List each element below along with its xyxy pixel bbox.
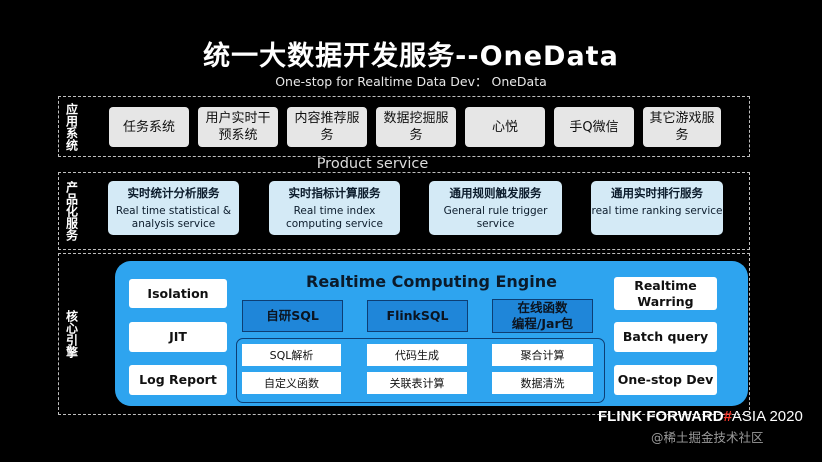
product-item-cn: 通用实时排行服务 [611, 186, 703, 200]
brand-hash: # [723, 408, 732, 425]
brand-forward: FORWARD [646, 408, 724, 425]
engine-title: Realtime Computing Engine [306, 272, 557, 291]
app-item-task-system: 任务系统 [109, 107, 189, 147]
core-layer: 核心引擎 [58, 253, 750, 415]
core-right-batch-query: Batch query [614, 322, 717, 352]
product-item-ranking: 通用实时排行服务 real time ranking service [591, 181, 723, 235]
product-layer-label: 产品化服务 [64, 181, 79, 241]
core-left-log-report: Log Report [129, 365, 227, 395]
product-item-en: General rule trigger service [443, 205, 548, 230]
core-left-isolation: Isolation [129, 279, 227, 308]
product-item-cn: 实时指标计算服务 [288, 186, 381, 200]
app-item-user-intervention: 用户实时干 预系统 [198, 107, 278, 147]
core-mid-online-function: 在线函数 编程/Jar包 [492, 299, 593, 333]
product-item-cn: 通用规则触发服务 [449, 186, 542, 200]
brand-flink: FLINK [598, 408, 643, 425]
core-mid-flinksql: FlinkSQL [367, 300, 468, 332]
core-left-jit: JIT [129, 322, 227, 352]
core-right-one-stop-dev: One-stop Dev [614, 365, 717, 395]
app-item-content-recommend: 内容推荐服 务 [287, 107, 367, 147]
core-mid-custom-sql: 自研SQL [242, 300, 343, 332]
app-item-other-games: 其它游戏服 务 [643, 107, 721, 147]
func-aggregate: 聚合计算 [492, 344, 593, 366]
brand-asia: ASIA 2020 [731, 408, 803, 425]
app-item-qq-wechat: 手Q微信 [554, 107, 634, 147]
flink-forward-logo: FLINK FORWARD#ASIA 2020 [598, 408, 803, 425]
product-layer: 产品化服务 [58, 172, 750, 250]
app-item-xinyue: 心悦 [465, 107, 545, 147]
product-item-en: Real time index computing service [285, 205, 384, 230]
app-layer-label: 应用系统 [64, 102, 79, 151]
app-item-data-mining: 数据挖掘服 务 [376, 107, 456, 147]
func-sql-parse: SQL解析 [242, 344, 341, 366]
function-panel [236, 338, 605, 403]
watermark: @稀土掘金技术社区 [651, 430, 764, 445]
product-item-en: real time ranking service [591, 205, 723, 217]
func-udf: 自定义函数 [242, 372, 341, 394]
func-data-cleaning: 数据清洗 [492, 372, 593, 394]
product-item-rule-trigger: 通用规则触发服务 General rule trigger service [429, 181, 562, 235]
product-item-index-computing: 实时指标计算服务 Real time index computing servi… [269, 181, 400, 235]
func-join-compute: 关联表计算 [367, 372, 467, 394]
page-subtitle: One-stop for Realtime Data Dev： OneData [275, 74, 547, 89]
app-layer: 应用系统 [58, 96, 750, 157]
product-item-stat-analysis: 实时统计分析服务 Real time statistical & analysi… [108, 181, 239, 235]
page-title: 统一大数据开发服务--OneData [203, 41, 619, 72]
product-item-en: Real time statistical & analysis service [115, 205, 232, 230]
product-service-caption: Product service [316, 156, 429, 172]
core-right-realtime-warring: Realtime Warring [614, 277, 717, 310]
core-layer-label: 核心引擎 [64, 310, 79, 358]
func-code-gen: 代码生成 [367, 344, 467, 366]
product-item-cn: 实时统计分析服务 [127, 186, 220, 200]
